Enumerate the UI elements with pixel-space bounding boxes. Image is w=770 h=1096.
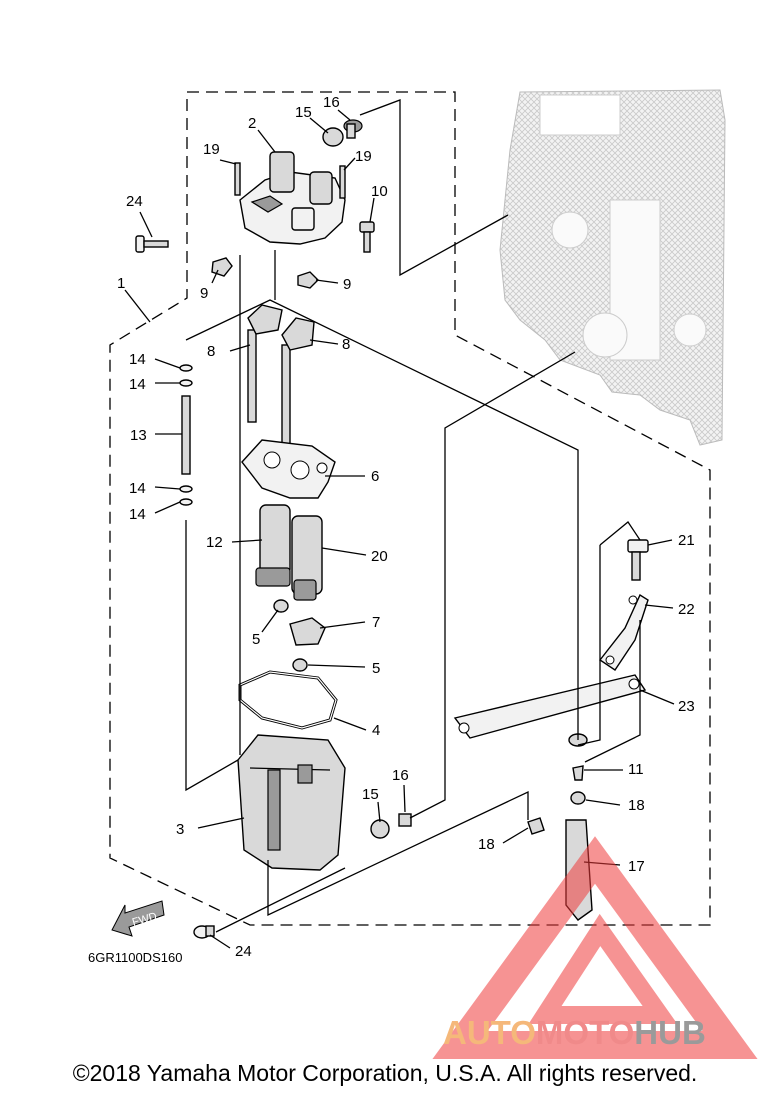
watermark-auto: AUTO [443,1014,536,1051]
part-3-tank [237,734,346,871]
engine-block-background [499,89,726,446]
part-23-strap [453,674,647,739]
part-21-bolt [627,539,649,581]
callout-21: 21 [678,532,695,549]
copyright-footer: ©2018 Yamaha Motor Corporation, U.S.A. A… [72,1060,698,1086]
part-15-16-top [322,119,363,147]
callout-13: 13 [130,427,147,444]
leader-lines [124,99,675,949]
callout-18-left: 18 [478,836,495,853]
part-5-7-fittings [273,599,326,672]
part-4-gasket [238,670,338,730]
part-24-lower-bolt [193,925,215,939]
part-24-top-bolt [135,235,169,253]
callout-11: 11 [628,761,644,778]
callout-14-c: 14 [129,480,146,497]
callout-5-upper: 5 [252,631,260,648]
callout-24-lower: 24 [235,943,252,960]
drawing-code: 6GR1100DS160 [88,950,182,965]
callout-19-left: 19 [203,141,220,158]
callout-16-upper: 16 [323,94,340,111]
watermark-logo: AUTOMOTOHUB [432,836,758,1059]
callout-9-right: 9 [343,276,351,293]
callout-7: 7 [372,614,380,631]
callout-numbers: 1 2 3 4 5 5 6 7 8 8 9 9 10 11 12 13 14 1… [117,94,695,960]
callout-1: 1 [117,275,125,292]
callout-6: 6 [371,468,379,485]
callout-10: 10 [371,183,388,200]
part-2-top-cover [239,151,346,245]
callout-9-left: 9 [200,285,208,302]
callout-12: 12 [206,534,223,551]
callout-3: 3 [176,821,184,838]
fwd-arrow: FWD [111,900,165,937]
callout-8-right: 8 [342,336,350,353]
callout-23: 23 [678,698,695,715]
part-6-plate [241,439,336,499]
callout-14-a: 14 [129,351,146,368]
callout-15-lower: 15 [362,786,379,803]
part-20-pump [291,515,323,601]
callout-5-lower: 5 [372,660,380,677]
callout-18-right: 18 [628,797,645,814]
assembly-boundary [109,91,711,926]
part-15-16-lower [370,813,412,839]
callout-8-left: 8 [207,343,215,360]
svg-text:AUTOMOTOHUB: AUTOMOTOHUB [443,1014,706,1051]
callout-24-upper: 24 [126,193,143,210]
part-19-screws [234,162,346,199]
part-13-pin [179,364,193,506]
callout-19-right: 19 [355,148,372,165]
callout-22: 22 [678,601,695,618]
part-22-bracket [598,593,649,671]
callout-17: 17 [628,858,645,875]
watermark-moto: MOTO [536,1014,634,1051]
callout-20: 20 [371,548,388,565]
callout-2: 2 [248,115,256,132]
part-9-grommets [211,257,319,289]
callout-4: 4 [372,722,380,739]
callout-14-d: 14 [129,506,146,523]
part-8-hoses [247,304,315,446]
watermark-hub: HUB [634,1014,706,1051]
part-12-pump [255,504,291,587]
part-10-bolt [359,221,375,253]
callout-15-upper: 15 [295,104,312,121]
callout-14-b: 14 [129,376,146,393]
callout-16-lower: 16 [392,767,409,784]
